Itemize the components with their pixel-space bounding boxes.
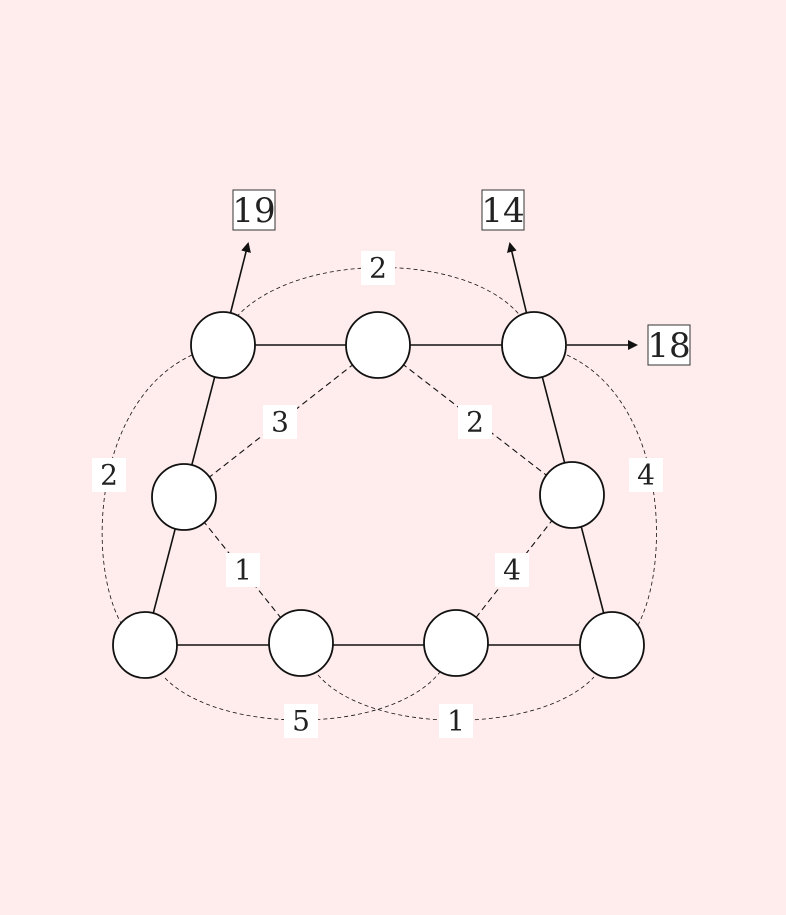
arrow-14 bbox=[507, 242, 528, 316]
weight-right: 4 bbox=[637, 459, 655, 492]
weight-inner-top-right: 2 bbox=[466, 406, 484, 439]
output-box-14 bbox=[481, 189, 525, 231]
output-label-19: 19 bbox=[232, 191, 275, 231]
weight-bottom-right: 1 bbox=[447, 705, 465, 738]
node bbox=[345, 311, 411, 379]
node bbox=[501, 311, 567, 379]
node bbox=[151, 463, 217, 531]
output-label-18: 18 bbox=[647, 326, 690, 366]
weight-left: 2 bbox=[100, 459, 118, 492]
weight-inner-bottom-right: 4 bbox=[503, 554, 521, 587]
node bbox=[579, 611, 645, 679]
weight-inner-top-left: 3 bbox=[271, 406, 289, 439]
node bbox=[539, 461, 605, 529]
output-box-18 bbox=[647, 324, 691, 366]
arrow-19 bbox=[229, 242, 251, 316]
weight-top: 2 bbox=[369, 252, 387, 285]
node bbox=[268, 609, 334, 677]
weight-bottom-left: 5 bbox=[292, 705, 310, 738]
output-box-19 bbox=[232, 189, 276, 231]
node bbox=[112, 611, 178, 679]
weight-inner-bottom-left: 1 bbox=[234, 554, 252, 587]
output-label-14: 14 bbox=[481, 191, 524, 231]
node bbox=[190, 311, 256, 379]
node bbox=[423, 609, 489, 677]
